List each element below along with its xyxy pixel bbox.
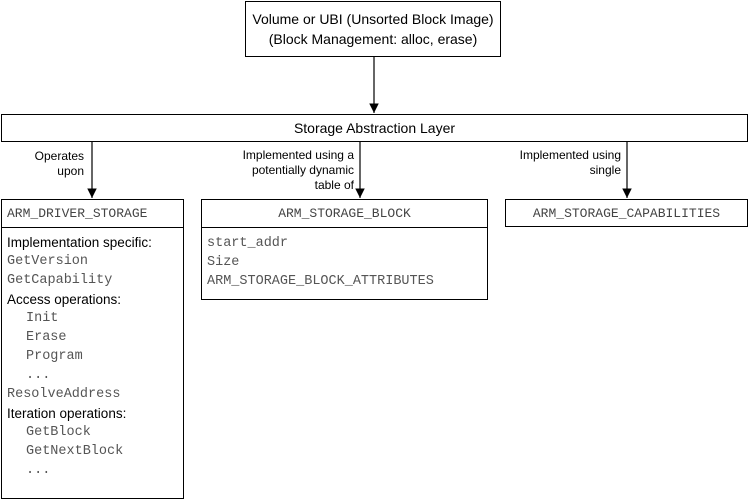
edge-label-line: Implemented using [519,148,621,162]
access-item: Init [26,311,59,326]
edge-label-implemented-dynamic: Implemented using a potentially dynamic … [214,148,354,193]
resolve-address: ResolveAddress [7,387,121,402]
impl-item: GetCapability [7,273,113,288]
volume-title: Volume or UBI (Unsorted Block Image) [252,11,494,27]
driver-storage-title: ARM_DRIVER_STORAGE [2,200,183,228]
edge-label-line: Operates [34,149,84,163]
edge-label-line: upon [57,164,84,178]
iter-item: ... [26,463,51,478]
storage-block-title: ARM_STORAGE_BLOCK [202,200,487,228]
arm-driver-storage-box: ARM_DRIVER_STORAGE Implementation specif… [1,199,184,499]
impl-item: GetVersion [7,254,89,269]
access-item: Erase [26,330,67,345]
access-item: ... [26,368,51,383]
driver-storage-body: Implementation specific: GetVersion GetC… [2,228,183,480]
access-heading: Access operations: [7,292,122,307]
impl-heading: Implementation specific: [7,235,152,250]
arm-storage-block-box: ARM_STORAGE_BLOCK start_addr Size ARM_ST… [201,199,488,300]
layer-label: Storage Abstraction Layer [293,120,456,136]
edge-label-line: single [589,163,621,177]
arm-storage-capabilities-box: ARM_STORAGE_CAPABILITIES [505,199,748,227]
volume-subtitle: (Block Management: alloc, erase) [268,31,478,47]
edge-label-line: potentially dynamic [251,163,354,177]
iter-heading: Iteration operations: [7,406,127,421]
edge-label-operates: Operates upon [20,149,84,179]
iter-item: GetNextBlock [26,444,124,459]
access-item: Program [26,349,83,364]
capabilities-title: ARM_STORAGE_CAPABILITIES [532,206,721,221]
edge-label-line: Implemented using a [242,148,354,162]
iter-item: GetBlock [26,425,91,440]
block-field: start_addr [207,236,289,251]
edge-label-implemented-single: Implemented using single [500,148,621,178]
block-field: ARM_STORAGE_BLOCK_ATTRIBUTES [207,274,434,289]
storage-abstraction-layer-box: Storage Abstraction Layer [1,114,748,142]
edge-label-line: table of [314,178,354,192]
volume-ubi-box: Volume or UBI (Unsorted Block Image) (Bl… [245,1,501,57]
storage-block-body: start_addr Size ARM_STORAGE_BLOCK_ATTRIB… [202,228,487,291]
block-field: Size [207,255,240,270]
